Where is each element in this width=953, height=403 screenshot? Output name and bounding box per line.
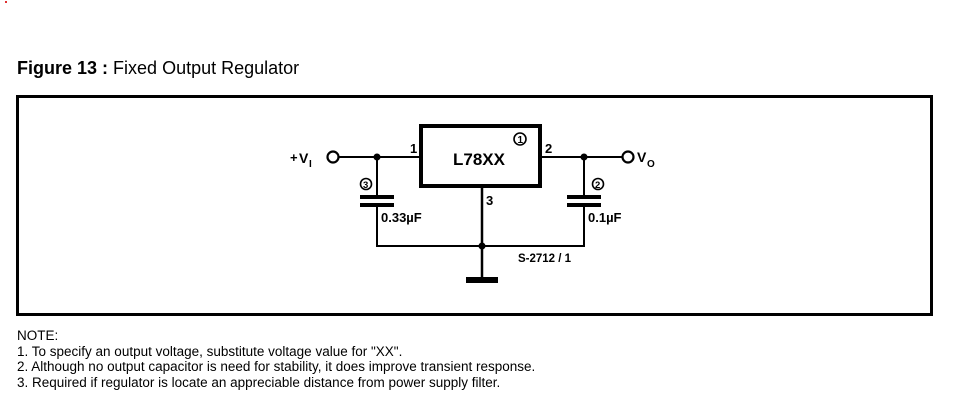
pin-2-label: 2 — [545, 141, 552, 156]
note-3-ref: 3 — [363, 180, 368, 191]
note-3-ref-circle — [359, 177, 373, 191]
schematic-frame — [16, 95, 933, 316]
input-terminal-circle — [326, 150, 340, 164]
output-terminal-circle — [621, 150, 635, 164]
figure-title: Figure 13 : Fixed Output Regulator — [17, 58, 299, 79]
input-terminal: + V I — [290, 150, 340, 170]
input-cap-value: 0.33µF — [381, 210, 422, 225]
input-cap-plate-bottom — [360, 203, 394, 207]
pin-1-label: 1 — [410, 141, 417, 156]
artifact-dot — [5, 1, 7, 3]
output-cap-value: 0.1µF — [588, 210, 622, 225]
pin-3-label: 3 — [486, 193, 493, 208]
note-item: 2. Although no output capacitor is need … — [17, 359, 536, 374]
input-plus-sign: + — [290, 150, 298, 165]
regulator-box — [419, 124, 542, 188]
note-2-ref: 2 — [595, 180, 600, 191]
drawing-code: S-2712 / 1 — [518, 253, 572, 265]
input-cap-plate-top — [360, 195, 394, 199]
note-1-ref: 1 — [518, 135, 524, 146]
output-cap-plate-bottom — [567, 203, 601, 207]
input-voltage-subscript: I — [309, 159, 312, 170]
output-capacitor: 2 0.1µF — [567, 157, 622, 246]
notes-section: NOTE: 1. To specify an output voltage, s… — [17, 328, 535, 390]
regulator-label: L78XX — [453, 150, 506, 169]
figure-number: Figure 13 : — [17, 58, 109, 78]
figure-caption: Fixed Output Regulator — [113, 58, 300, 78]
input-capacitor: 3 0.33µF — [359, 157, 422, 246]
output-voltage-subscript: O — [647, 159, 655, 170]
ground-junction-dot — [478, 242, 486, 250]
ground-symbol — [466, 277, 498, 283]
output-voltage-label: V — [637, 149, 647, 165]
note-item: 3. Required if regulator is locate an ap… — [17, 374, 501, 390]
note-item: 1. To specify an output voltage, substit… — [17, 343, 403, 359]
notes-heading: NOTE: — [17, 328, 59, 343]
note-1-ref-circle — [513, 132, 527, 146]
note-2-ref-circle — [591, 177, 605, 191]
output-cap-plate-top — [567, 195, 601, 199]
output-terminal: V O — [621, 149, 655, 170]
input-voltage-label: V — [299, 150, 309, 166]
